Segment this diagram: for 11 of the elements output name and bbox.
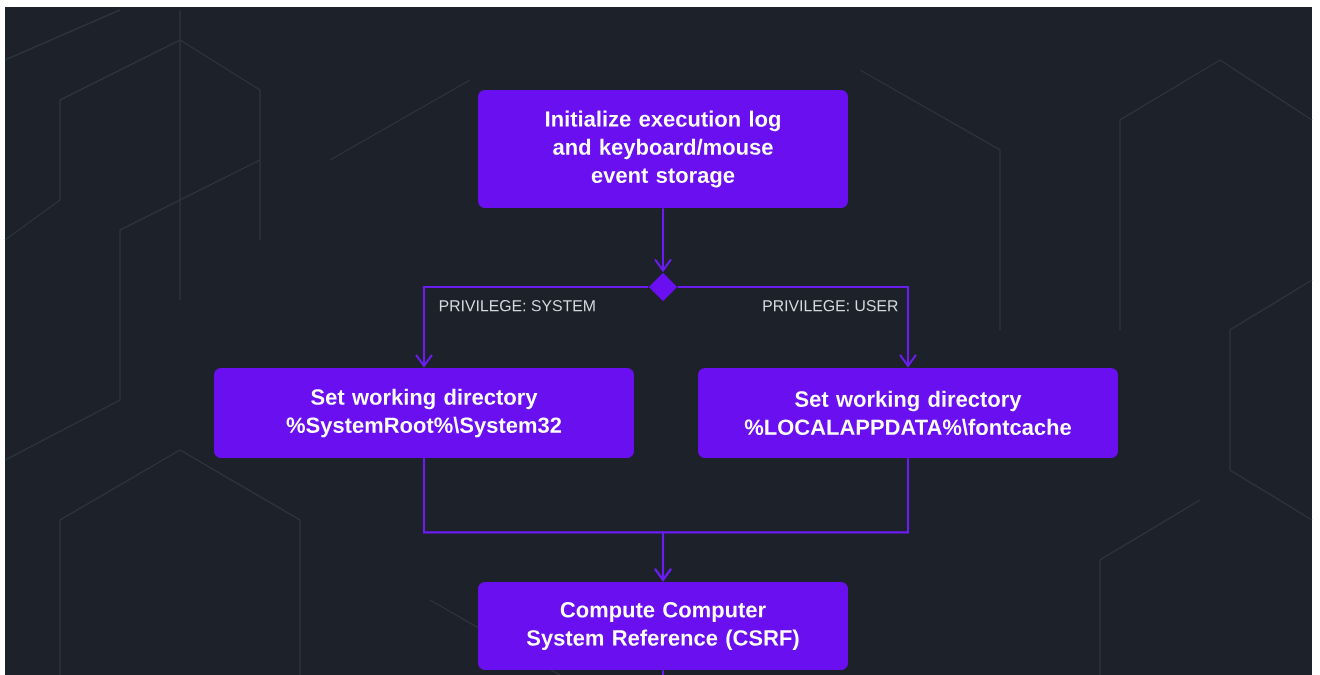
edge-label: PRIVILEGE: SYSTEM — [436, 298, 598, 314]
decision-diamond — [648, 272, 678, 302]
process-box: Compute Computer System Reference (CSRF) — [478, 582, 848, 670]
arrow — [415, 285, 649, 368]
edge-label: PRIVILEGE: USER — [760, 298, 901, 314]
arrow — [677, 285, 917, 368]
arrow — [654, 208, 672, 273]
process-box: Set working directory %LOCALAPPDATA%\fontcache — [698, 368, 1118, 458]
arrow — [654, 458, 910, 582]
process-box: Set working directory %SystemRoot%\System32 — [214, 368, 634, 458]
process-box: Initialize execution log and keyboard/mouse event storage — [478, 90, 848, 208]
